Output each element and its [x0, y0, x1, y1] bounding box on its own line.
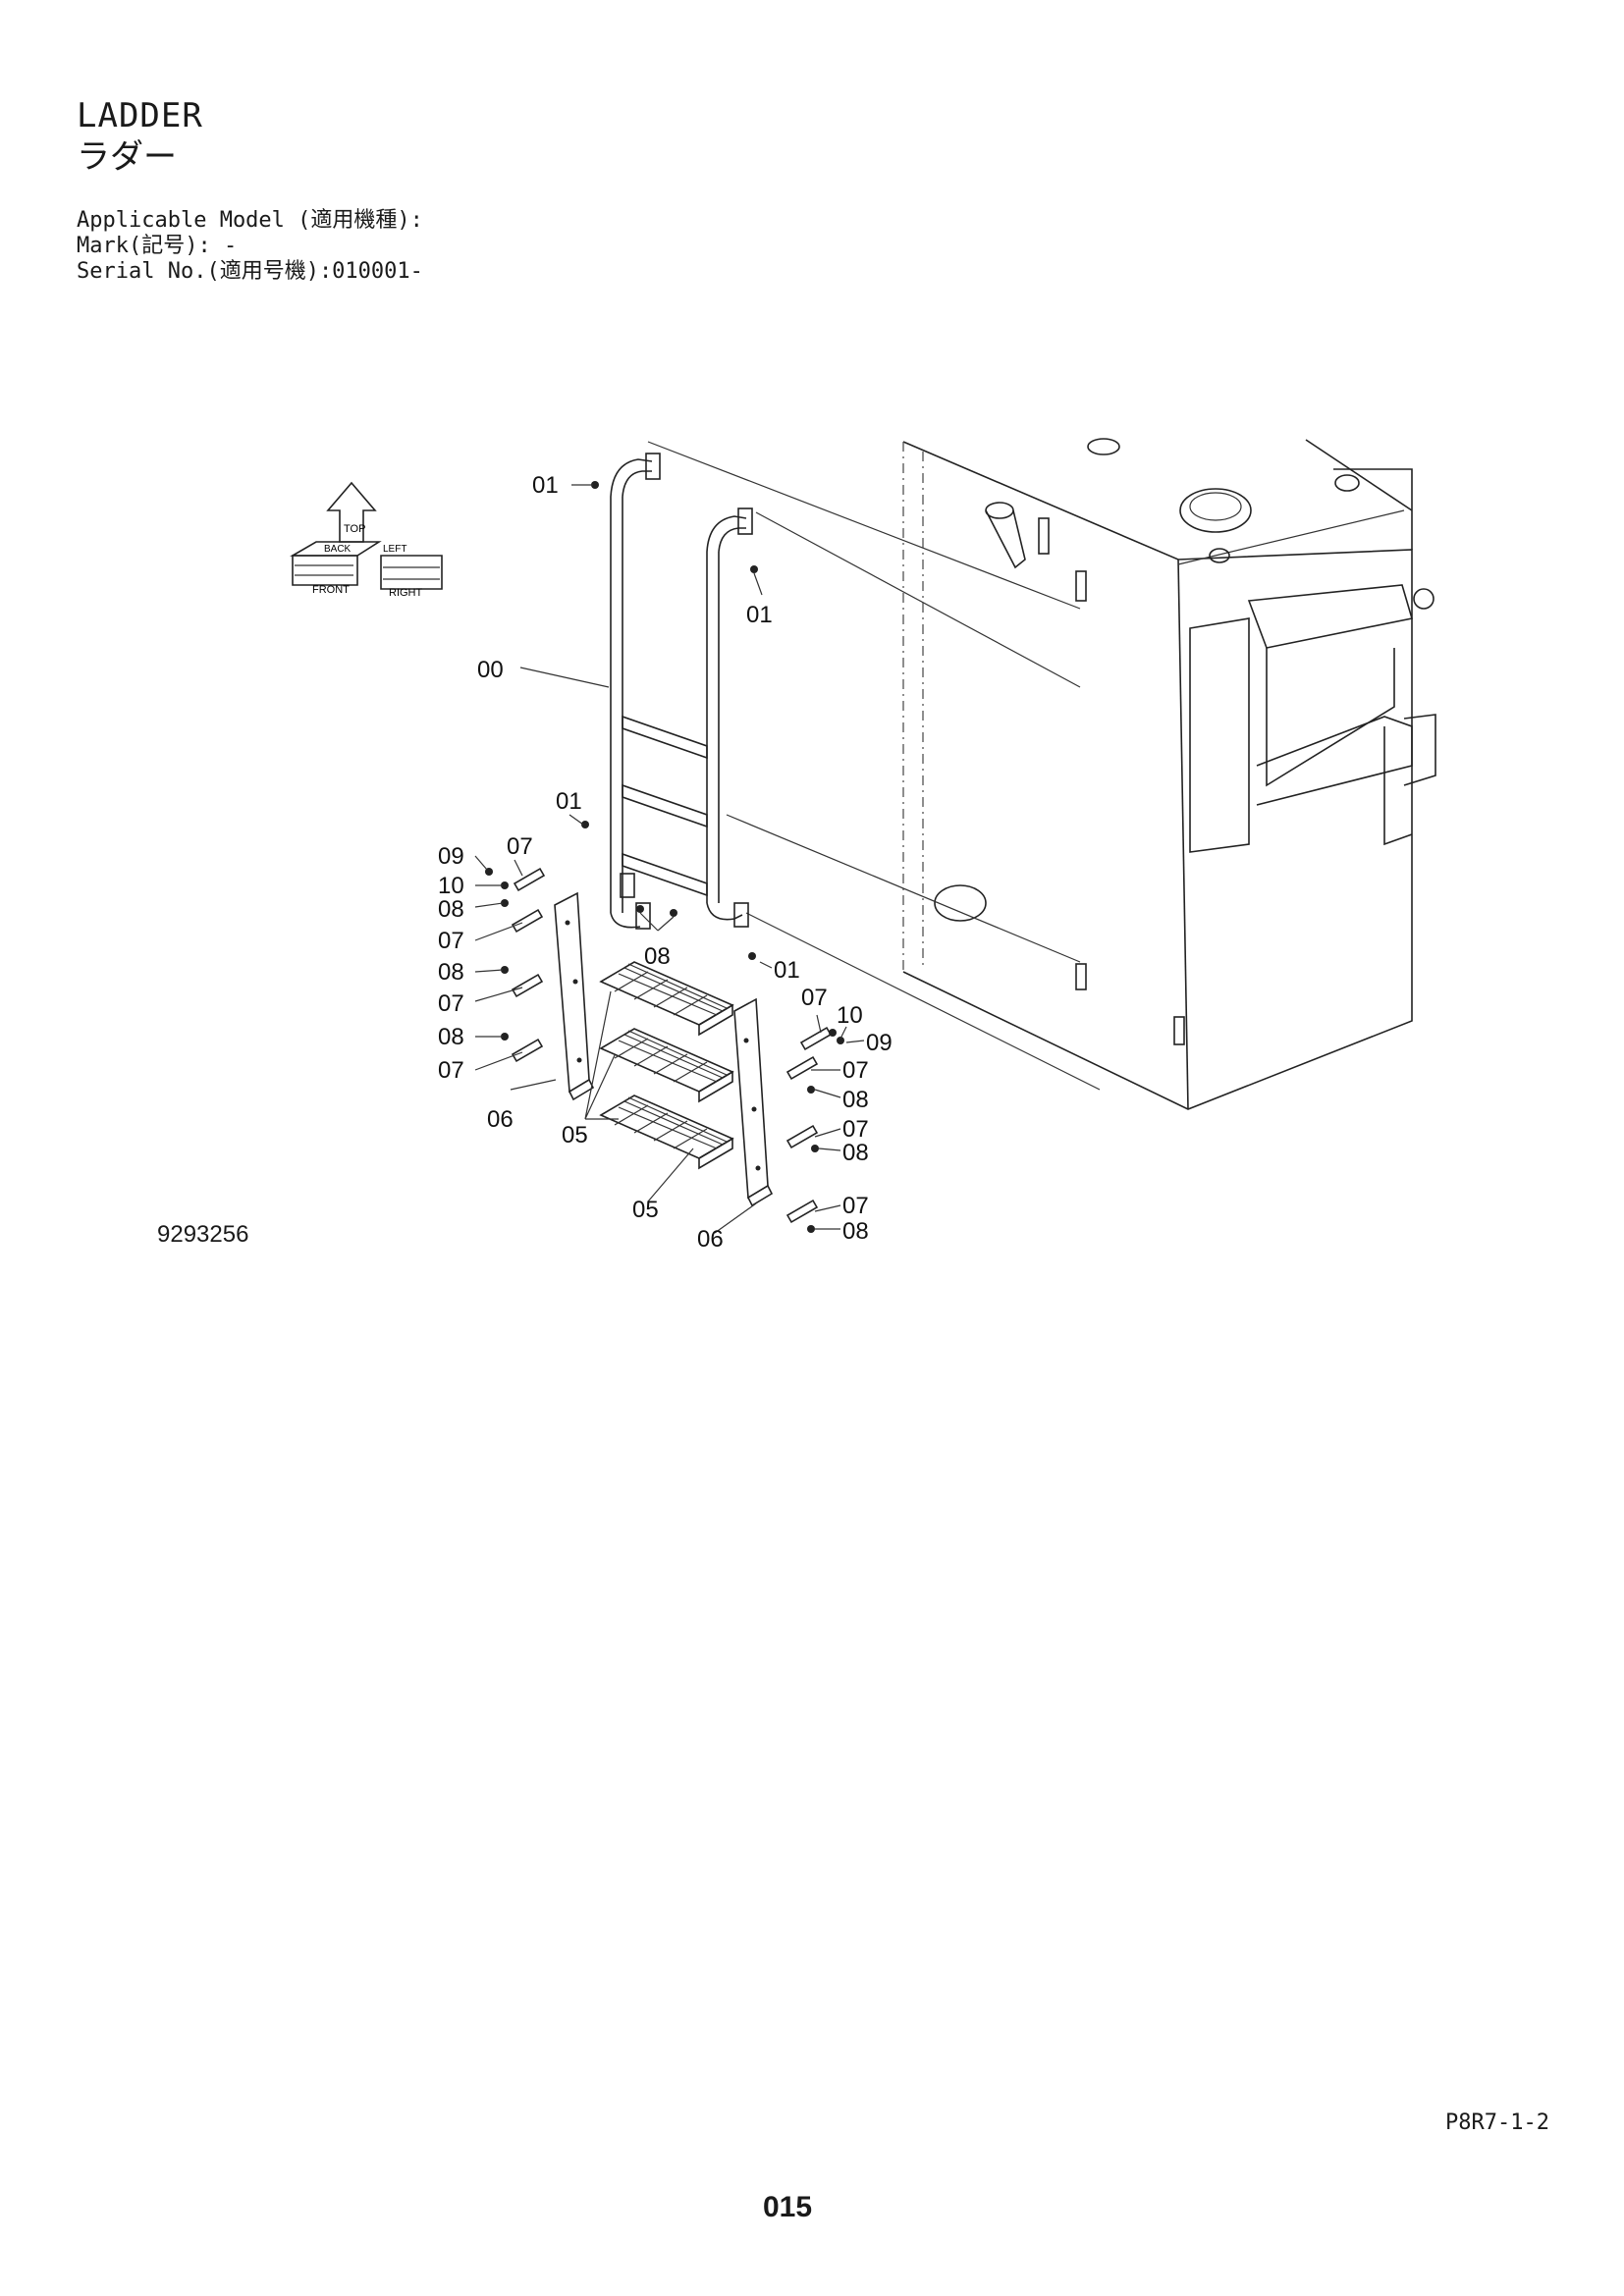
page-number: 015: [763, 2191, 813, 2223]
callout-08: 08: [842, 1140, 869, 1166]
callout-07: 07: [438, 990, 464, 1017]
ladder-frame: [610, 453, 753, 930]
direction-front-label: FRONT: [312, 584, 350, 596]
page-title-japanese: ラダー: [77, 137, 177, 177]
direction-top-label: TOP: [344, 523, 365, 535]
figure-id: 9293256: [157, 1221, 249, 1248]
direction-left-label: LEFT: [383, 544, 406, 555]
callout-06: 06: [487, 1106, 514, 1133]
callout-08: 08: [438, 959, 464, 986]
step-middle: [599, 1028, 734, 1103]
callout-01: 01: [556, 788, 582, 815]
callout-06: 06: [697, 1226, 724, 1253]
callout-07: 07: [438, 1057, 464, 1084]
callout-08: 08: [842, 1218, 869, 1245]
callout-08: 08: [438, 896, 464, 923]
callout-08: 08: [644, 943, 671, 970]
alignment-lines: [647, 441, 1101, 1091]
callout-labels: 01 01 00 01 09 07 10 08 07 08 08 07 08 0…: [438, 472, 893, 1253]
callout-01: 01: [774, 957, 800, 984]
callout-10: 10: [837, 1002, 863, 1029]
page-title: LADDER: [77, 96, 203, 135]
callout-09: 09: [438, 843, 464, 870]
callout-07: 07: [801, 985, 828, 1011]
callout-09: 09: [866, 1030, 893, 1056]
direction-right-label: RIGHT: [389, 587, 423, 599]
callout-08: 08: [438, 1024, 464, 1050]
callout-01: 01: [746, 602, 773, 628]
side-plate-left: [554, 891, 595, 1101]
direction-indicator-icon: FRONT RIGHT TOP BACK LEFT: [290, 481, 443, 599]
callout-07: 07: [842, 1193, 869, 1219]
page-code: P8R7-1-2: [1445, 2110, 1549, 2135]
direction-back-label: BACK: [324, 544, 352, 555]
callout-08: 08: [842, 1087, 869, 1113]
callout-05: 05: [562, 1122, 588, 1148]
callout-07: 07: [842, 1057, 869, 1084]
callout-00: 00: [477, 657, 504, 683]
serial-number-label: Serial No.(適用号機):010001-: [77, 259, 423, 284]
fasteners: [485, 481, 844, 1233]
side-plate-right: [733, 997, 774, 1207]
step-upper: [599, 961, 734, 1037]
applicable-model-label: Applicable Model (適用機種):: [77, 208, 423, 233]
callout-leaders: [474, 484, 865, 1234]
callout-07: 07: [507, 833, 533, 860]
machine-body: [902, 438, 1436, 1110]
mark-label: Mark(記号): -: [77, 234, 238, 258]
callout-10: 10: [438, 873, 464, 899]
callout-07: 07: [438, 928, 464, 954]
callout-07: 07: [842, 1116, 869, 1143]
callout-05: 05: [632, 1197, 659, 1223]
step-lower: [599, 1095, 734, 1170]
callout-01: 01: [532, 472, 559, 499]
